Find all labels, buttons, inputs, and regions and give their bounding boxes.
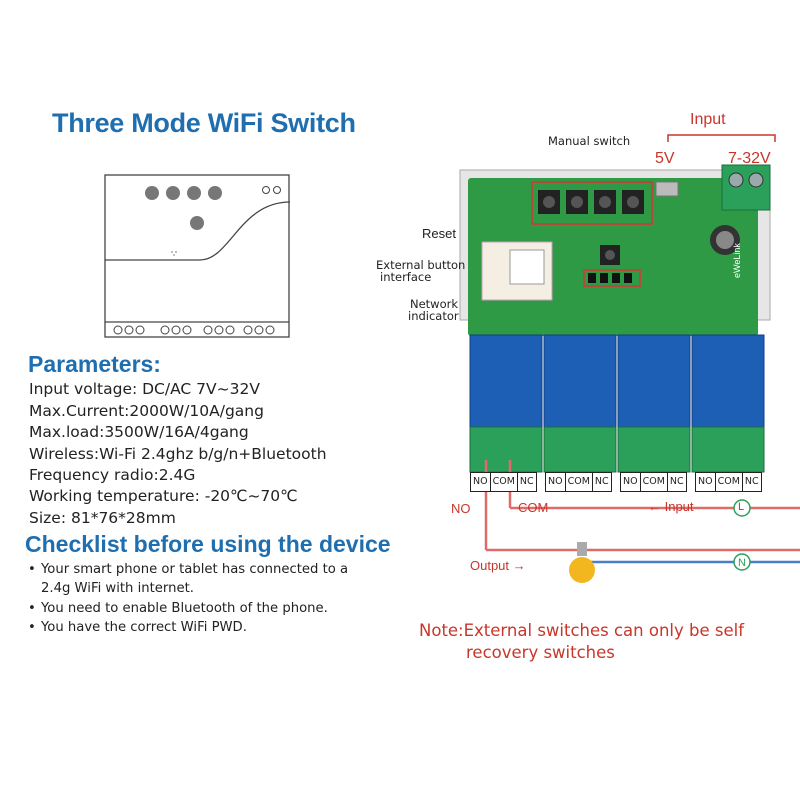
terminal-L-label: L: [738, 501, 745, 513]
wiring-diagram: [459, 134, 800, 583]
network-indicator-label: Network indicator: [408, 297, 459, 323]
terminal-N-label: N: [738, 557, 746, 569]
checklist-item: •Your smart phone or tablet has connecte…: [28, 562, 349, 577]
param-frequency: Frequency radio:2.4G: [29, 466, 196, 484]
page-title: Three Mode WiFi Switch: [52, 108, 356, 138]
reset-label: Reset: [422, 226, 456, 241]
output-wire-label: Output →: [470, 558, 526, 573]
bulb-icon: [569, 557, 595, 583]
checklist-heading: Checklist before using the device: [25, 531, 391, 557]
param-temperature: Working temperature: -20℃~70℃: [29, 487, 298, 505]
param-size: Size: 81*76*28mm: [29, 509, 176, 527]
input-label: Input: [690, 111, 726, 128]
checklist-item: •You have the correct WiFi PWD.: [28, 620, 247, 635]
pcb-brand: eWeLink: [732, 243, 742, 278]
terminal-L-icon: [733, 499, 751, 517]
checklist-item: •You need to enable Bluetooth of the pho…: [28, 601, 328, 616]
5v-label: 5V: [655, 150, 675, 167]
param-max-load: Max.load:3500W/16A/4gang: [29, 423, 249, 441]
manual-switch-label: Manual switch: [548, 134, 631, 148]
external-button-label: External button interface: [376, 258, 466, 284]
com-wire-label: COM: [518, 500, 549, 515]
device-sketch: [104, 174, 291, 338]
param-max-current: Max.Current:2000W/10A/gang: [29, 402, 264, 420]
no-wire-label: NO: [451, 501, 471, 516]
parameters-heading: Parameters:: [28, 351, 161, 377]
param-input-voltage: Input voltage: DC/AC 7V~32V: [29, 380, 260, 398]
input-wire-label: ← Input: [648, 499, 694, 514]
note: Note:External switches can only be self …: [419, 621, 745, 662]
terminal-N-icon: [733, 553, 751, 571]
param-wireless: Wireless:Wi-Fi 2.4ghz b/g/n+Bluetooth: [29, 445, 327, 463]
7-32v-label: 7-32V: [728, 150, 771, 167]
checklist-item-cont: 2.4g WiFi with internet.: [41, 581, 194, 596]
